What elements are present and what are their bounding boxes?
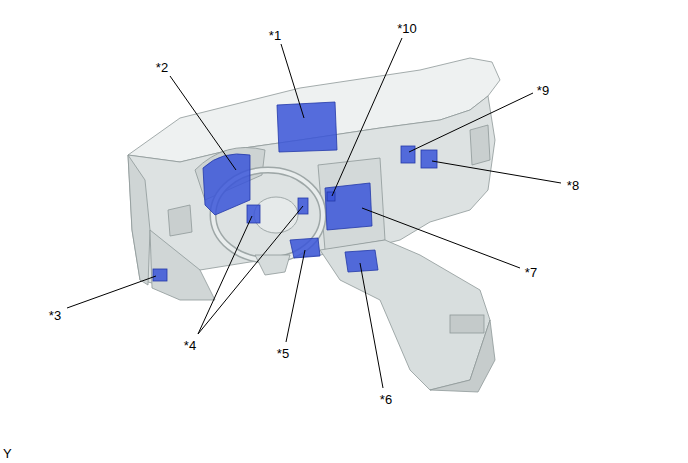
callout-number: *6	[380, 393, 392, 406]
view-code: Y	[3, 447, 12, 460]
callout-number: *9	[537, 84, 549, 97]
callout-number: *2	[156, 61, 168, 74]
callout-number: *8	[567, 179, 579, 192]
callout-number: *1	[269, 29, 281, 42]
callout-number: *7	[525, 266, 537, 279]
callout-number: *10	[397, 22, 417, 35]
callout-number: *5	[277, 347, 289, 360]
callout-number: *3	[49, 309, 61, 322]
callout-number: *4	[184, 339, 196, 352]
